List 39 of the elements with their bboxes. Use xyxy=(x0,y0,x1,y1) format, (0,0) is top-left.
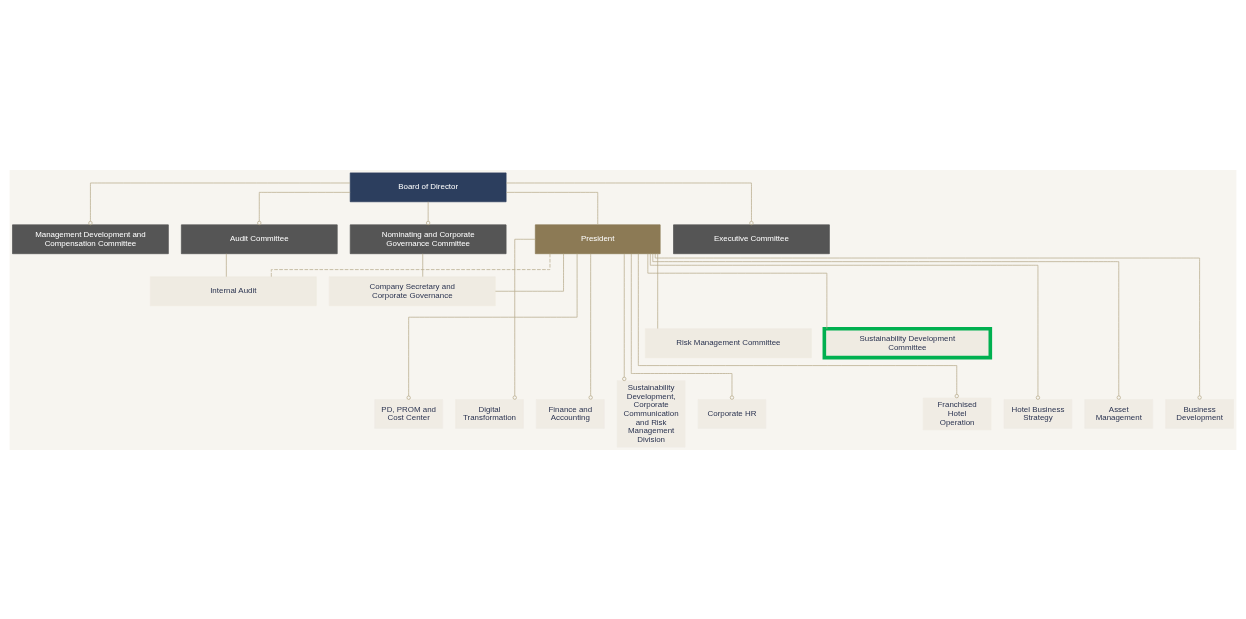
node-box: Digital Transformation xyxy=(455,398,524,429)
connector xyxy=(426,200,431,225)
node-box: Company Secretary and Corporate Governance xyxy=(328,275,496,306)
connector xyxy=(657,252,659,329)
connector xyxy=(225,252,227,277)
node-box: Corporate HR xyxy=(697,398,767,429)
connector xyxy=(257,191,351,225)
node-box: Sustainability Development, Corporate Communication and Risk Management Division xyxy=(616,379,686,447)
connector xyxy=(638,252,959,398)
node-box: Nominating and Corporate Governance Committee xyxy=(349,224,507,254)
node-box: Audit Committee xyxy=(181,224,338,254)
connector xyxy=(88,182,351,225)
connector xyxy=(495,252,564,292)
connector xyxy=(622,253,627,381)
node-box: Board of Director xyxy=(349,172,507,202)
node-box: Executive Committee xyxy=(673,224,830,254)
node-box: Risk Management Committee xyxy=(645,327,812,358)
connector xyxy=(505,191,599,225)
node-box: Business Development xyxy=(1165,398,1234,429)
connector xyxy=(406,252,578,400)
node-box: Sustainability Development Committee xyxy=(822,326,993,359)
node-box: Internal Audit xyxy=(149,275,317,306)
connector xyxy=(647,253,828,329)
connector xyxy=(588,253,593,400)
connector xyxy=(649,252,1041,400)
node-box: Finance and Accounting xyxy=(536,398,605,429)
connector xyxy=(512,238,536,400)
connector xyxy=(654,253,1202,400)
node-box: Asset Management xyxy=(1084,398,1154,429)
connector xyxy=(505,182,754,225)
node-box: Franchised Hotel Operation xyxy=(922,397,992,430)
node-box: Hotel Business Strategy xyxy=(1003,398,1073,429)
node-box: PD, PROM and Cost Center xyxy=(374,398,443,429)
connector xyxy=(270,252,551,277)
connector xyxy=(652,252,1121,400)
connector xyxy=(422,252,424,277)
node-box: Management Development and Compensation Committee xyxy=(12,224,169,254)
connector xyxy=(630,253,735,400)
node-box: President xyxy=(534,224,661,254)
